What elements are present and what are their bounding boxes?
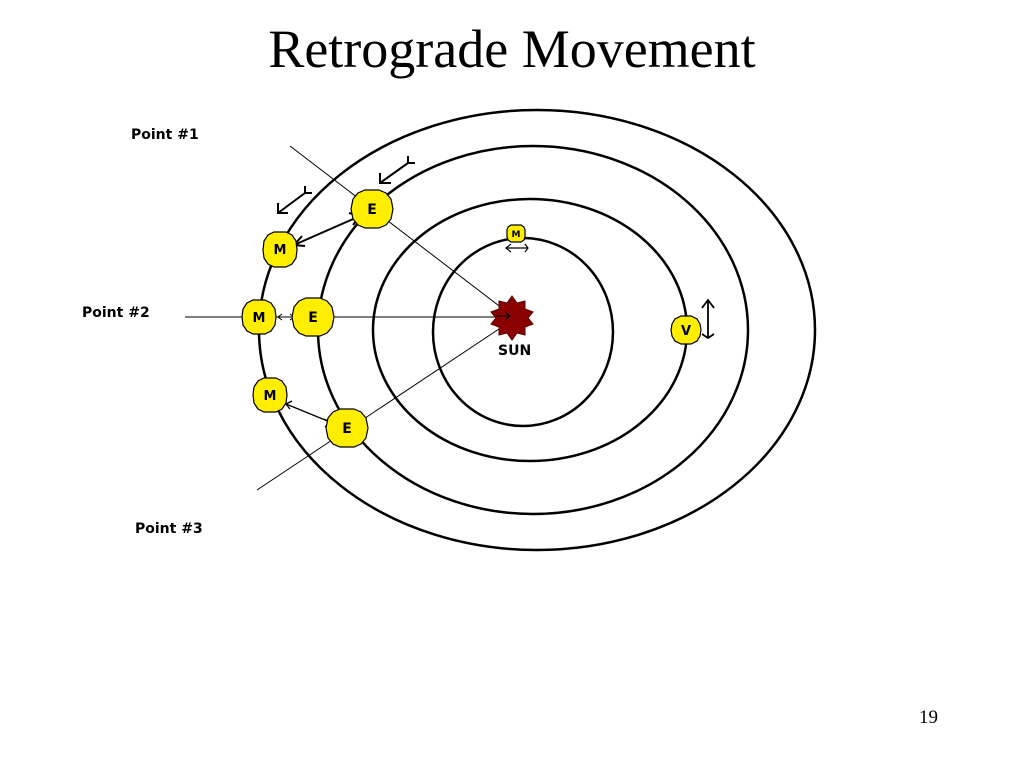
point-2-label: Point #2 — [82, 305, 150, 321]
svg-text:M: M — [264, 389, 277, 404]
svg-text:M: M — [512, 230, 521, 240]
orbit-mars — [257, 108, 817, 552]
connector-arrow-1 — [291, 212, 362, 247]
direction-arrow-venus — [701, 298, 715, 340]
venus-planet: V — [670, 315, 702, 345]
page-number: 19 — [919, 707, 938, 728]
earth-planet-point-3: E — [325, 408, 369, 448]
sight-line-point-3 — [256, 320, 512, 491]
sight-line-point-1 — [289, 145, 512, 316]
direction-arrow-small-mars — [505, 243, 529, 253]
svg-text:E: E — [308, 310, 318, 326]
point-3-label: Point #3 — [135, 521, 203, 537]
sun-icon — [490, 295, 534, 341]
direction-arrow-mars — [277, 186, 312, 214]
sun-label: SUN — [498, 343, 531, 359]
small-mars-planet: M — [506, 224, 526, 243]
svg-text:M: M — [274, 243, 287, 258]
svg-text:V: V — [681, 324, 691, 339]
connector-arrow-3 — [284, 400, 332, 428]
direction-arrow-earth — [379, 156, 415, 184]
mars-planet-point-3: M — [252, 377, 288, 413]
svg-text:E: E — [367, 202, 377, 218]
point-1-label: Point #1 — [131, 127, 199, 143]
mars-planet-point-2: M — [241, 299, 277, 335]
svg-text:E: E — [342, 421, 352, 437]
earth-planet-point-2: E — [291, 297, 335, 337]
svg-text:M: M — [253, 311, 266, 326]
slide-title: Retrograde Movement — [268, 19, 756, 79]
earth-planet-point-1: E — [350, 189, 394, 229]
mars-planet-point-1: M — [262, 231, 298, 268]
